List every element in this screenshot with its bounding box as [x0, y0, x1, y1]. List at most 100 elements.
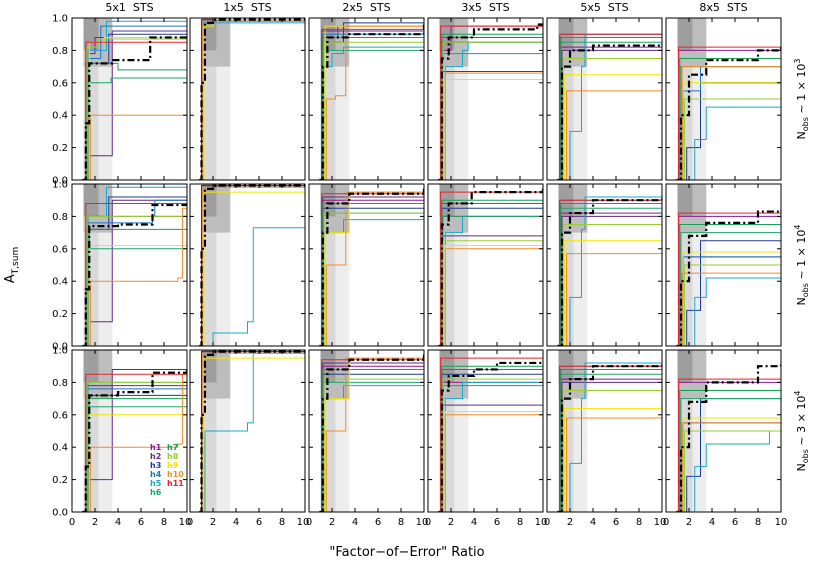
series-line-h11	[82, 202, 187, 346]
panel-frame	[665, 17, 782, 181]
series-sum-line	[676, 47, 781, 180]
y-tick-label: 0.2	[52, 309, 68, 320]
column-title: 2x5 STS	[342, 1, 390, 14]
series-line-h7	[438, 188, 543, 346]
panel-frame	[546, 183, 663, 347]
panel-frame	[308, 349, 425, 513]
legend-entry-h9: h9	[167, 461, 179, 470]
series-sum-line	[319, 24, 424, 180]
series-line-h10	[199, 351, 305, 512]
series-line-h4	[82, 25, 187, 180]
series-line-h7	[438, 354, 543, 512]
panel-frame	[189, 183, 306, 347]
series-line-h10	[676, 411, 781, 512]
series-line-h5	[676, 90, 781, 180]
panel-frame	[427, 183, 544, 347]
x-tick-label: 4	[352, 517, 358, 528]
series-line-h9	[319, 19, 424, 180]
series-sum-line	[319, 185, 424, 346]
series-line-h10	[319, 21, 424, 180]
series-line-h10	[82, 207, 187, 346]
series-line-h10	[438, 239, 543, 346]
series-line-h10	[82, 373, 187, 512]
panel-frame	[427, 17, 544, 181]
series-line-h9	[438, 408, 543, 512]
column-title: 1x5 STS	[223, 1, 271, 14]
series-line-h6	[676, 34, 781, 180]
shading-band	[677, 350, 693, 383]
column-title: 5x5 STS	[580, 1, 628, 14]
x-tick-label: 0	[544, 517, 550, 528]
panel-frame	[427, 349, 544, 513]
x-tick-label: 8	[636, 517, 642, 528]
panel-frame	[308, 183, 425, 347]
series-line-h9	[319, 185, 424, 346]
series-sum-line	[199, 184, 305, 346]
panel-r1-c5	[665, 183, 782, 347]
legend-entry-h8: h8	[167, 452, 179, 461]
legend-entry-h4: h4	[150, 470, 162, 479]
series-line-h3	[676, 358, 781, 512]
series-line-h8	[438, 235, 543, 346]
x-tick-label: 4	[115, 517, 121, 528]
series-line-h11	[557, 362, 662, 512]
panel-r0-c1	[189, 17, 306, 181]
series-sum-line	[199, 18, 305, 180]
series-line-h11	[676, 206, 781, 346]
series-line-h2	[557, 47, 662, 180]
legend-entry-h3: h3	[150, 461, 161, 470]
y-tick-label: 0.0	[52, 176, 68, 187]
series-line-h8	[676, 90, 781, 180]
x-tick-label: 8	[161, 517, 167, 528]
series-line-h10	[199, 20, 305, 180]
y-tick-label: 0.8	[52, 212, 68, 223]
series-line-h11	[557, 190, 662, 346]
legend-entry-h2: h2	[150, 452, 161, 461]
series-line-h7	[676, 26, 781, 180]
series-line-h11	[438, 187, 543, 346]
panel-r0-c3	[427, 17, 544, 181]
series-sum-line	[82, 34, 187, 180]
series-line-h8	[82, 38, 187, 180]
x-tick-label: 2	[329, 517, 335, 528]
x-tick-label: 8	[279, 517, 285, 528]
series-line-h9	[319, 351, 424, 512]
y-tick-label: 0.8	[52, 46, 68, 57]
series-line-h10	[676, 37, 781, 180]
shading-band	[677, 18, 693, 51]
series-line-h5	[676, 430, 781, 512]
panel-frame	[189, 17, 306, 181]
series-line-h11	[319, 187, 424, 346]
series-line-h3	[676, 208, 781, 346]
series-line-h2	[82, 368, 187, 512]
x-axis-title: "Factor−of−Error" Ratio	[329, 545, 484, 560]
x-tick-label: 6	[138, 517, 144, 528]
x-tick-label: 10	[775, 517, 788, 528]
column-title: 5x1 STS	[105, 1, 153, 14]
x-tick-label: 0	[69, 517, 75, 528]
series-line-h8	[319, 208, 424, 346]
series-line-h9	[557, 71, 662, 180]
series-line-h7	[557, 24, 662, 180]
series-line-h8	[319, 34, 424, 180]
legend-entry-h5: h5	[150, 479, 162, 488]
series-sum-line	[82, 369, 187, 512]
x-tick-label: 4	[709, 517, 715, 528]
series-line-h11	[438, 21, 543, 180]
panel-frame	[546, 17, 663, 181]
y-tick-label: 1.0	[52, 180, 68, 191]
panel-r1-c4	[546, 183, 663, 347]
series-line-h9	[199, 351, 305, 512]
panel-frame	[308, 17, 425, 181]
series-line-h10	[82, 114, 187, 180]
series-line-h10	[438, 69, 543, 180]
panel-frame	[71, 349, 188, 513]
series-sum-line	[438, 23, 543, 180]
panel-frame	[546, 349, 663, 513]
x-tick-label: 2	[567, 517, 573, 528]
series-line-h6	[438, 187, 543, 346]
row-label: Nobs ~ 1 × 103	[793, 59, 810, 140]
series-line-h7	[319, 192, 424, 346]
series-sum-line	[676, 209, 781, 346]
y-tick-label: 0.8	[52, 378, 68, 389]
